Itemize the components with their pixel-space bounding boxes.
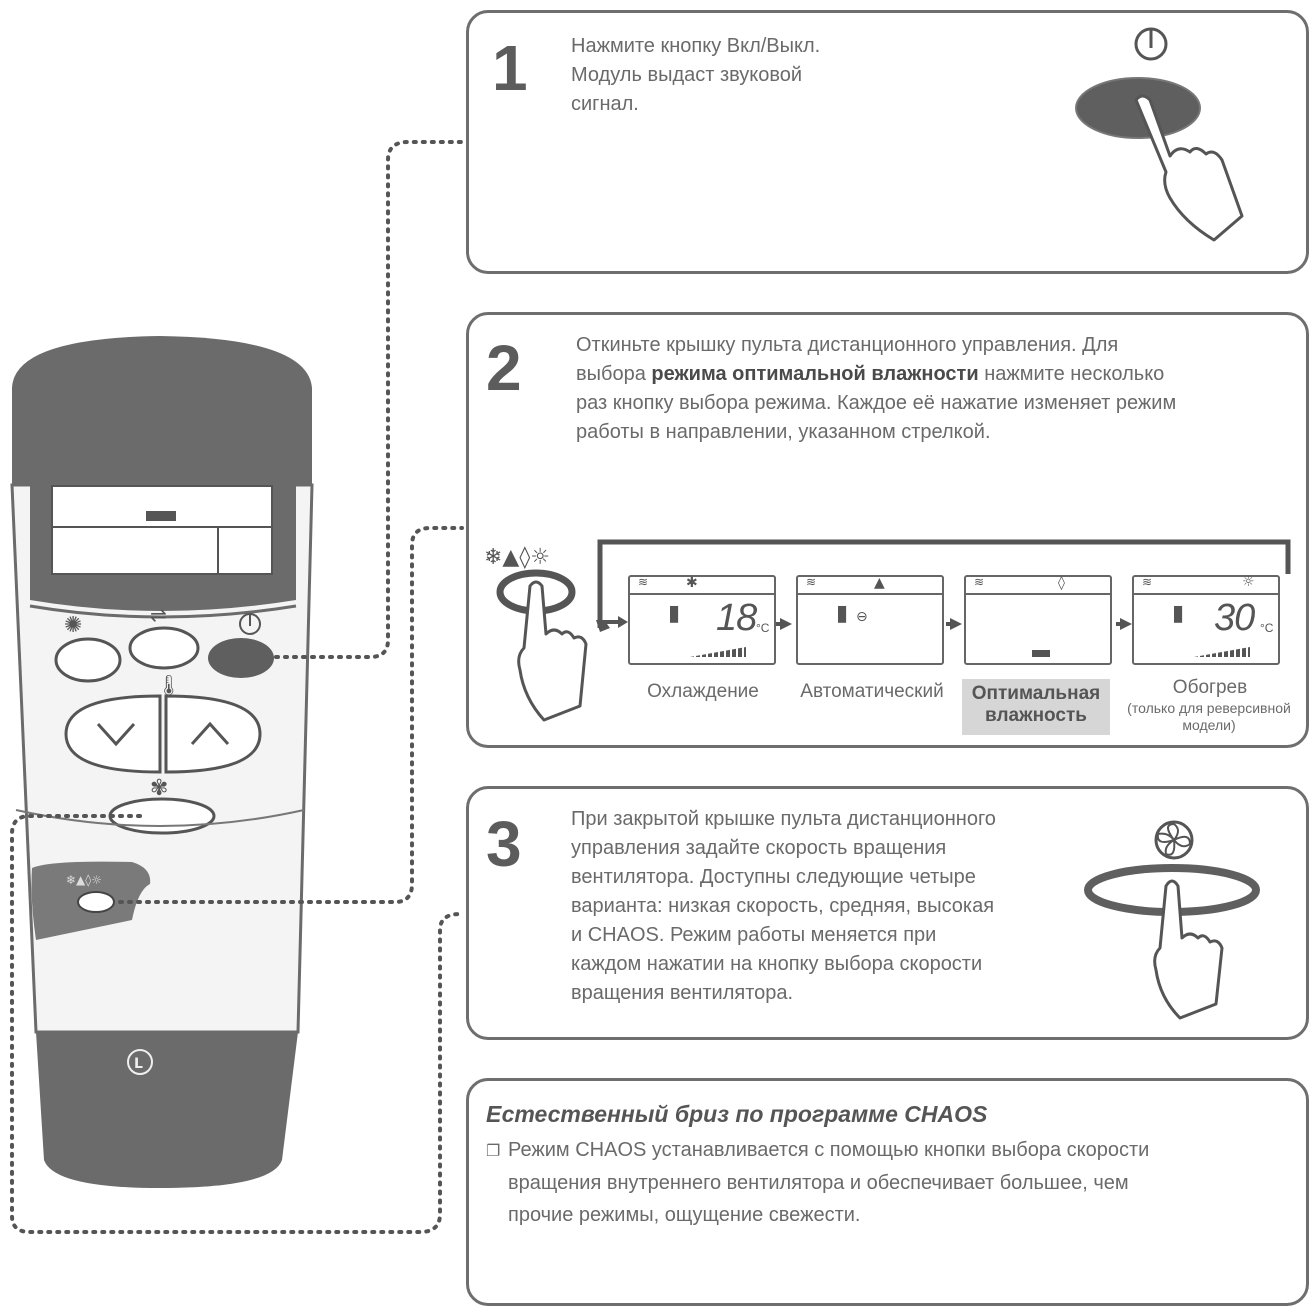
hand-pointer-icon bbox=[1153, 879, 1224, 1020]
lg-logo bbox=[127, 1049, 153, 1075]
heating-temp-value: 30 bbox=[1214, 597, 1255, 639]
remote-bottom bbox=[36, 1032, 298, 1188]
chaos-title: Естественный бриз по программе CHAOS bbox=[486, 1101, 988, 1127]
svg-text:L: L bbox=[134, 1056, 143, 1072]
signal-icon: ≋ bbox=[974, 575, 985, 589]
dotted-leader-lines bbox=[10, 140, 464, 1234]
step3-text: При закрытой крышке пульта дистанционног… bbox=[571, 808, 996, 1004]
step1-panel bbox=[466, 10, 1309, 274]
hand-pointer-icon bbox=[1134, 94, 1244, 242]
step3-number: 3 bbox=[486, 808, 522, 880]
drop-icon: ◊ bbox=[1058, 575, 1065, 591]
lcd-heating: ≋ ☼ ▮ 30 °C bbox=[1132, 574, 1280, 665]
fan-icon bbox=[1154, 820, 1194, 860]
thermometer-icon: ▮ bbox=[836, 601, 849, 626]
mode-icons-remote: ❄▲◊☼ bbox=[66, 873, 102, 887]
thermometer-icon: ▮ bbox=[668, 601, 681, 626]
heating-temp-unit: °C bbox=[1260, 621, 1274, 635]
sun-icon: ☼ bbox=[1242, 574, 1255, 590]
mode-button-remote[interactable] bbox=[77, 891, 115, 913]
lcd-cooling: ✱ ≋ ▮ 18 °C bbox=[628, 575, 776, 665]
cooling-temp-value: 18 bbox=[716, 597, 757, 639]
fan-speed-button-remote[interactable] bbox=[108, 797, 216, 835]
step1-text: Нажмите кнопку Вкл/Выкл. Модуль выдаст з… bbox=[571, 35, 821, 115]
power-press-illustration bbox=[1075, 27, 1244, 242]
optimal-humidity-emphasis: режима оптимальной влажности bbox=[651, 363, 979, 385]
step2-panel bbox=[466, 312, 1309, 748]
step1-number: 1 bbox=[492, 32, 528, 104]
auto-mark-icon: ⊖ bbox=[856, 609, 868, 625]
mode-label-optimal-humidity: Оптимальная влажность bbox=[962, 679, 1110, 735]
hand-pointer-icon bbox=[517, 580, 588, 722]
thermometer-icon: ▮ bbox=[1172, 601, 1185, 626]
step2-number: 2 bbox=[486, 332, 522, 404]
mode-label-cooling: Охлаждение bbox=[647, 681, 759, 702]
display-screen bbox=[51, 485, 273, 575]
air-direction-icon: ⇌ bbox=[150, 603, 167, 627]
bullet-icon: ❐ bbox=[486, 1141, 501, 1160]
mode-label-auto: Автоматический bbox=[800, 681, 944, 702]
signal-icon: ≋ bbox=[806, 575, 817, 589]
fan-level-bar bbox=[1194, 647, 1250, 657]
fan-icon-remote: ✾ bbox=[150, 776, 168, 801]
mode-icons: ❄▲◊☼ bbox=[484, 545, 550, 570]
cooling-temp-unit: °C bbox=[756, 621, 770, 635]
humidity-indicator bbox=[1032, 650, 1050, 657]
signal-icon: ≋ bbox=[638, 575, 649, 589]
swing-button[interactable] bbox=[54, 637, 122, 683]
remote-top-cap bbox=[12, 336, 312, 485]
lcd-optimal-humidity: ≋ ◊ bbox=[964, 575, 1112, 665]
thermometer-icon-remote: 🌡 bbox=[156, 673, 181, 697]
step2-text: Откиньте крышку пульта дистанционного уп… bbox=[576, 334, 1177, 443]
mode-label-heating: Обогрев bbox=[1172, 677, 1248, 698]
chaos-text: ❐Режим CHAOS устанавливается с помощью к… bbox=[486, 1134, 1149, 1231]
chaos-panel bbox=[466, 1078, 1309, 1306]
air-direction-button[interactable] bbox=[128, 626, 200, 670]
power-button-remote[interactable] bbox=[208, 638, 274, 678]
temp-down-button[interactable] bbox=[64, 694, 162, 774]
mode-note-heating: (только для реверсивной модели) bbox=[1127, 700, 1291, 733]
fan-level-bar bbox=[690, 647, 746, 657]
snowflake-icon: ✱ bbox=[686, 575, 698, 591]
fan-press-illustration bbox=[1084, 820, 1260, 1020]
power-icon bbox=[1134, 27, 1168, 61]
auto-icon: ▲ bbox=[874, 575, 885, 591]
lcd-auto: ≋ ▲ ▮ ⊖ bbox=[796, 575, 944, 665]
mode-cycle-diagram: ❄▲◊☼ bbox=[484, 539, 1291, 722]
signal-icon: ≋ bbox=[1142, 575, 1153, 589]
temp-up-button[interactable] bbox=[164, 694, 262, 774]
swing-icon: ✺ bbox=[64, 613, 82, 638]
